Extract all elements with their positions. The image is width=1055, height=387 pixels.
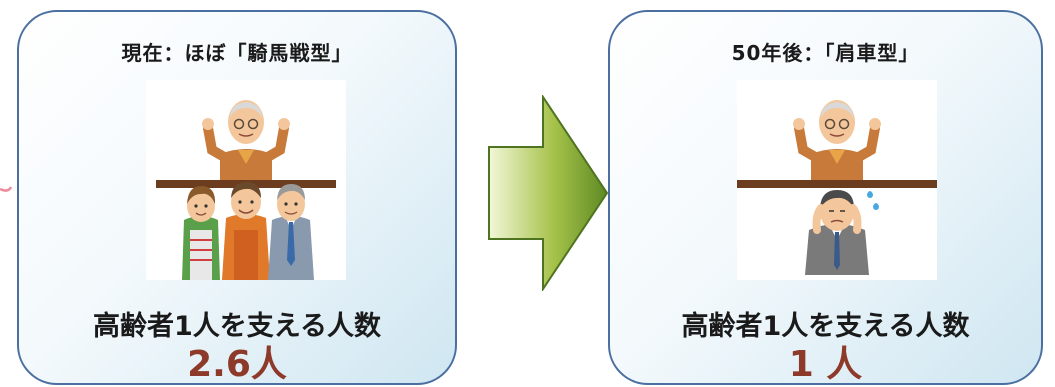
businessman-icon [268,184,314,280]
current-caption: 高齢者1人を支える人数 [93,311,381,342]
female-worker-icon [182,186,220,280]
shoulder-ride-illustration [737,80,937,280]
current-panel: 現在：ほぼ「騎馬戦型」 [17,10,457,385]
elderly-man-icon [202,100,290,180]
worried-businessman-icon [805,190,879,275]
right-arrow-icon [488,95,609,291]
current-value: 2.6人 [187,344,287,385]
cavalry-battle-illustration [146,80,346,280]
future-caption: 高齢者1人を支える人数 [681,311,970,342]
future-title: 50年後：「肩車型」 [731,41,920,65]
plank [737,180,937,188]
elderly-man-icon [793,100,881,180]
current-title: 現在：ほぼ「騎馬戦型」 [121,41,353,65]
male-worker-icon [222,182,270,280]
future-value: 1 人 [788,344,863,385]
edge-decoration [0,186,12,192]
future-panel: 50年後：「肩車型」 [608,10,1043,385]
